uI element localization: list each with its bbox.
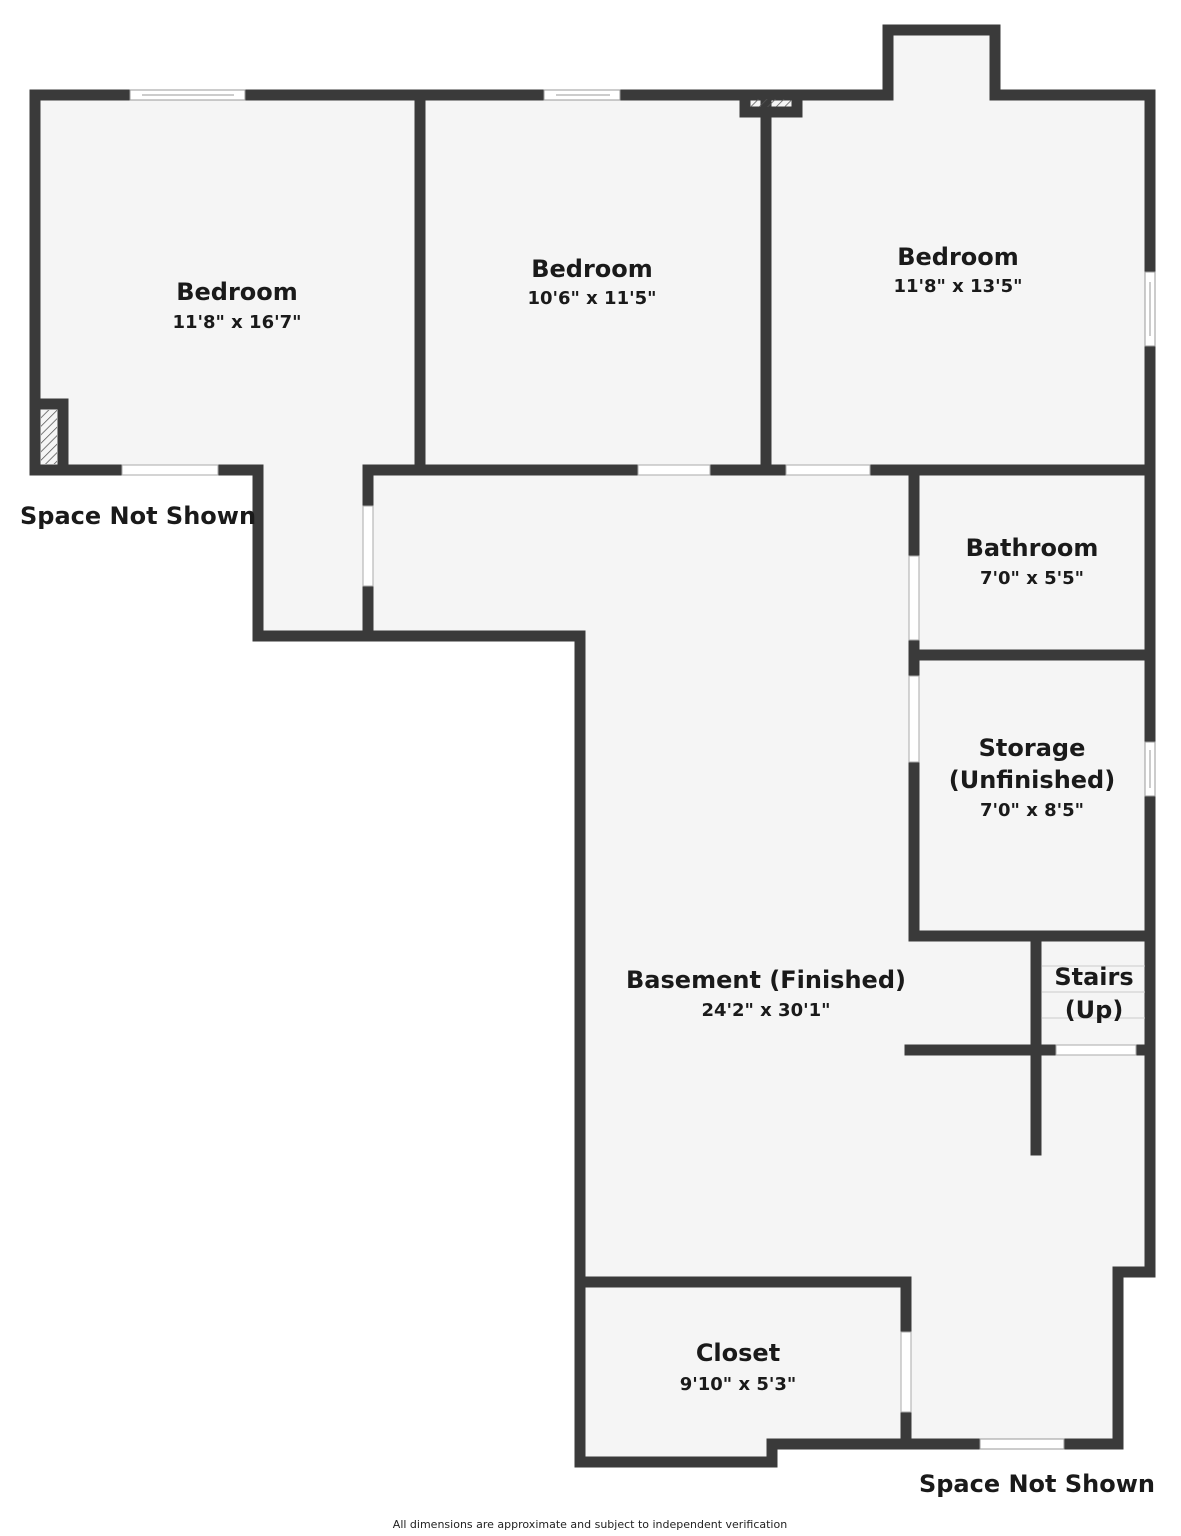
basement-dims: 24'2" x 30'1" (701, 1000, 830, 1021)
closet-name: Closet (696, 1339, 780, 1367)
floor-hall (258, 470, 368, 636)
door-bed3 (785, 464, 871, 476)
bathroom-name: Bathroom (966, 534, 1099, 562)
wall-top (29, 24, 1156, 1468)
disclaimer: All dimensions are approximate and subje… (393, 1518, 787, 1531)
door-stairs (1055, 1044, 1137, 1056)
floor-upper-rooms (35, 30, 1150, 470)
hatch-duct (41, 410, 57, 464)
hatch-chimney (751, 99, 791, 107)
bedroom-1-name: Bedroom (176, 278, 298, 306)
door-closet (900, 1331, 912, 1413)
storage-name-1: Storage (979, 734, 1086, 762)
door-bed2 (637, 464, 711, 476)
stairs-name-1: Stairs (1054, 963, 1133, 991)
floor-areas (35, 30, 1150, 1462)
space-not-shown-left: Space Not Shown (20, 502, 256, 530)
duct-box (29, 398, 69, 476)
window-mullions (142, 94, 1151, 788)
chimney-box (739, 89, 803, 118)
room-labels: Bedroom 11'8" x 16'7" Bedroom 10'6" x 11… (172, 243, 1133, 1395)
bedroom-3-dims: 11'8" x 13'5" (893, 276, 1022, 297)
stairs-name-2: (Up) (1065, 996, 1124, 1024)
bedroom-2-dims: 10'6" x 11'5" (527, 288, 656, 309)
door-openings (121, 464, 1137, 1413)
bedroom-2-name: Bedroom (531, 255, 653, 283)
bathroom-dims: 7'0" x 5'5" (980, 568, 1084, 589)
closet-dims: 9'10" x 5'3" (680, 1374, 797, 1395)
basement-name: Basement (Finished) (626, 966, 906, 994)
storage-name-2: (Unfinished) (949, 766, 1115, 794)
window-bottom (979, 1438, 1065, 1450)
bedroom-3-name: Bedroom (897, 243, 1019, 271)
floor-basement (368, 470, 1150, 1462)
door-bed1 (121, 464, 219, 476)
bedroom-1-dims: 11'8" x 16'7" (172, 312, 301, 333)
door-hall (362, 505, 374, 587)
door-storage (908, 675, 920, 763)
stair-treads (1042, 965, 1145, 1019)
door-bathroom (908, 555, 920, 641)
space-not-shown-bottom-right: Space Not Shown (919, 1470, 1155, 1498)
storage-dims: 7'0" x 8'5" (980, 800, 1084, 821)
